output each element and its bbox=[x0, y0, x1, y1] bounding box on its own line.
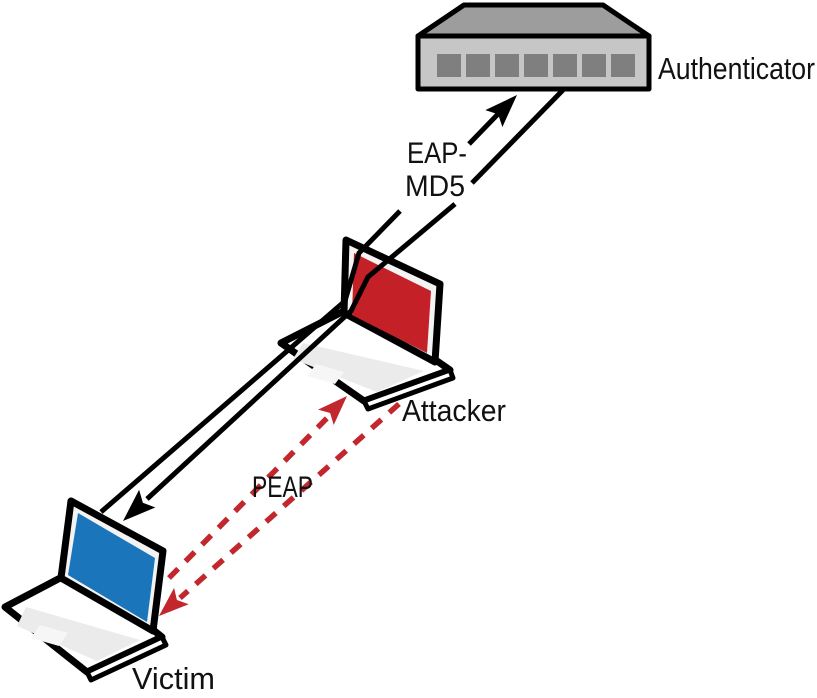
switch-port bbox=[611, 54, 635, 77]
victim-label: Victim bbox=[132, 661, 215, 696]
authenticator-switch-node bbox=[415, 2, 652, 92]
switch-port bbox=[495, 54, 519, 77]
eap-md5-label-line2: MD5 bbox=[405, 170, 465, 203]
eap-md5-link bbox=[99, 88, 565, 521]
peap-label: PEAP bbox=[252, 471, 313, 504]
arrowhead-to-victim-red bbox=[159, 587, 189, 616]
switch-top-face bbox=[415, 2, 652, 39]
arrowhead-to-victim-black bbox=[123, 489, 156, 521]
arrowhead-to-authenticator bbox=[485, 95, 517, 127]
laptop-screen-panel bbox=[68, 513, 155, 622]
switch-port bbox=[553, 54, 577, 77]
laptop-deck-side bbox=[84, 634, 169, 683]
laptop-screen-panel bbox=[352, 253, 431, 353]
arrowhead-to-attacker-red bbox=[318, 396, 347, 426]
switch-port bbox=[524, 54, 548, 77]
switch-port bbox=[582, 54, 606, 77]
eap-md5-line-to-victim bbox=[145, 88, 565, 501]
victim-laptop-node bbox=[1, 497, 169, 683]
laptop-trackpad bbox=[307, 364, 344, 384]
switch-ports bbox=[437, 54, 635, 77]
laptop-deck-side bbox=[361, 367, 456, 412]
laptop-trackpad bbox=[31, 625, 68, 646]
laptop-keyboard bbox=[293, 343, 424, 392]
switch-port bbox=[466, 54, 490, 77]
laptop-keyboard bbox=[17, 607, 140, 661]
peap-link bbox=[159, 396, 401, 616]
attacker-label: Attacker bbox=[402, 393, 506, 428]
eap-md5-line-to-authenticator bbox=[99, 110, 502, 514]
authenticator-label: Authenticator bbox=[658, 51, 815, 86]
switch-port bbox=[437, 54, 461, 77]
peap-line-to-attacker bbox=[167, 410, 335, 580]
peap-line-to-victim bbox=[178, 401, 401, 601]
eap-md5-label-line1: EAP- bbox=[407, 137, 467, 170]
attacker-laptop-node bbox=[277, 236, 456, 412]
